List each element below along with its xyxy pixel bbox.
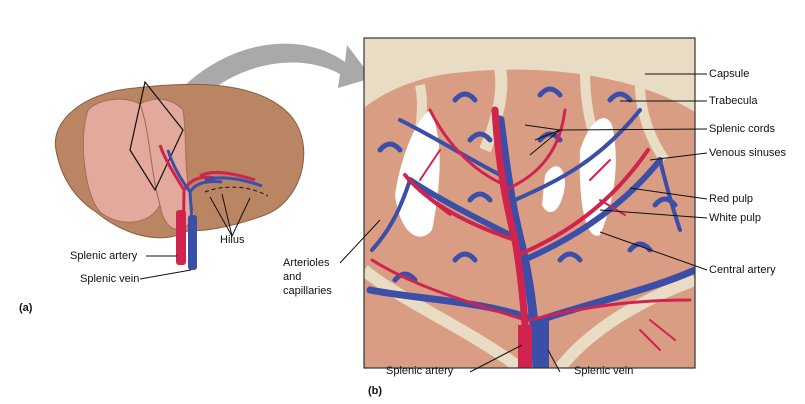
splenic-artery-trunk (176, 210, 186, 265)
splenic-vein-leader-a (140, 270, 191, 279)
splenic-artery-label-a: Splenic artery (70, 250, 137, 263)
central-artery-label: Central artery (709, 264, 776, 277)
magnified-section (364, 38, 695, 368)
splenic-vein-label-a: Splenic vein (80, 273, 139, 286)
splenic-vein-trunk-b (535, 320, 549, 368)
hilus-label: Hilus (220, 234, 244, 247)
panel-b-label: (b) (368, 385, 382, 398)
trabecula-label: Trabecula (709, 95, 758, 108)
splenic-cords-label: Splenic cords (709, 123, 775, 136)
venous-sinuses-label: Venous sinuses (709, 147, 786, 160)
capsule-label: Capsule (709, 68, 749, 81)
white-pulp-label: White pulp (709, 212, 761, 225)
red-pulp-label: Red pulp (709, 193, 753, 206)
splenic-artery-label-b: Splenic artery (386, 365, 453, 378)
arterioles-label-line1: Arterioles (283, 257, 329, 270)
arterioles-label-line2: and (283, 271, 301, 284)
panel-a-label: (a) (19, 302, 32, 315)
splenic-vein-label-b: Splenic vein (574, 365, 633, 378)
splenic-vein-trunk (188, 215, 197, 270)
arterioles-label-line3: capillaries (283, 285, 332, 298)
